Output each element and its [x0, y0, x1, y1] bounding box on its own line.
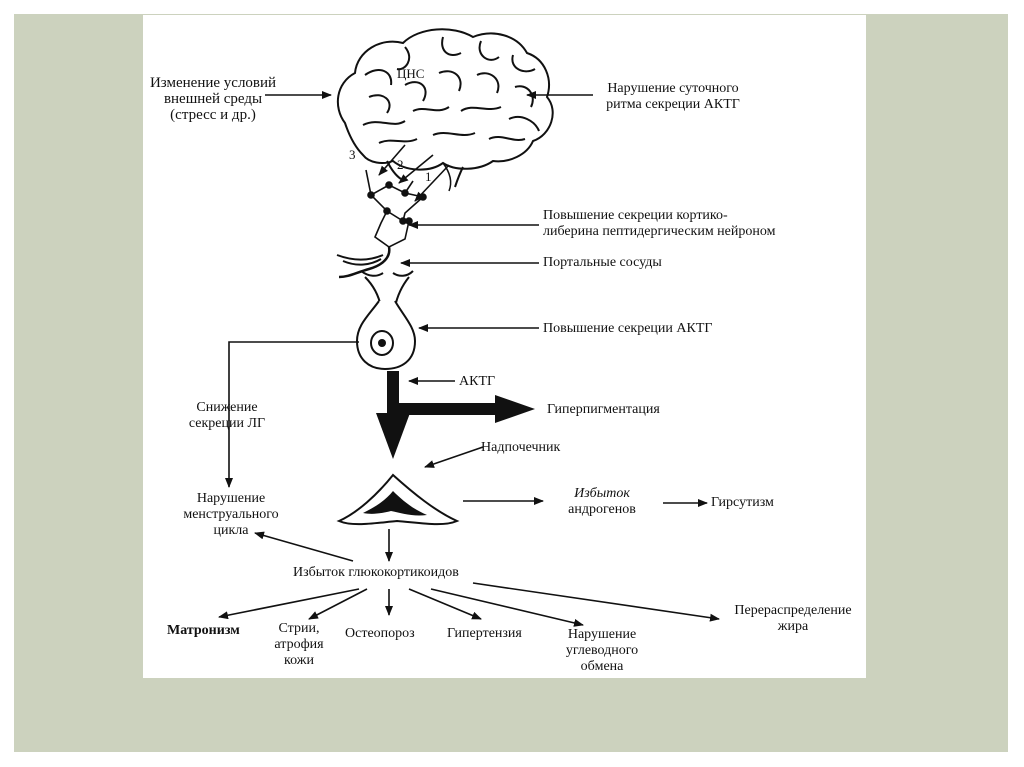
- neuron-input-arrows: [378, 144, 450, 202]
- environment-change-label: Изменение условий внешней среды (стресс …: [143, 75, 283, 123]
- lh-line-2: секреции ЛГ: [188, 416, 266, 431]
- carbohydrate-line-2: углеводного: [565, 643, 639, 658]
- diagram-canvas: [218, 28, 720, 627]
- environment-line-1: Изменение условий: [149, 75, 277, 91]
- connection-arrows: [218, 91, 720, 627]
- rhythm-line-1: Нарушение суточного: [607, 81, 739, 96]
- hypertension-label: Гипертензия: [447, 626, 522, 641]
- striae-line-3: кожи: [284, 653, 314, 668]
- acth-label: АКТГ: [459, 374, 496, 389]
- striae-line-1: Стрии,: [278, 621, 320, 636]
- corticoliberin-line-1: Повышение секреции кортико-: [543, 208, 728, 223]
- hyperpigmentation-label: Гиперпигментация: [547, 402, 660, 417]
- circadian-rhythm-label: Нарушение суточного ритма секреции АКТГ: [583, 81, 763, 113]
- pathway-number-1: 1: [425, 169, 432, 184]
- striae-line-2: атрофия: [274, 637, 324, 652]
- environment-line-2: внешней среды: [163, 91, 263, 107]
- menstrual-line-3: цикла: [213, 523, 249, 538]
- fat-redistribution-label: Перераспределение жира: [723, 603, 863, 635]
- pituitary-drawing: [355, 300, 417, 371]
- acth-increase-label: Повышение секреции АКТГ: [543, 321, 713, 336]
- carbohydrate-line-1: Нарушение: [567, 627, 637, 642]
- striae-label: Стрии, атрофия кожи: [261, 621, 337, 669]
- neuron-network: [338, 169, 427, 279]
- lh-line-1: Снижение: [196, 400, 258, 415]
- fat-line-2: жира: [777, 619, 809, 634]
- cns-label: ЦНС: [397, 66, 425, 81]
- androgen-line-1: Избыток: [574, 486, 630, 501]
- pathway-number-2: 2: [397, 157, 404, 172]
- acth-main-arrows: [376, 371, 535, 459]
- menstrual-line-1: Нарушение: [196, 491, 266, 506]
- portal-vessels-label: Портальные сосуды: [543, 255, 662, 270]
- adrenal-gland-drawing: [336, 473, 460, 526]
- matronism-label: Матронизм: [167, 623, 240, 638]
- brain-drawing: [336, 28, 554, 192]
- adrenal-label: Надпочечник: [481, 440, 561, 455]
- pathway-number-3: 3: [349, 147, 356, 162]
- hirsutism-label: Гирсутизм: [711, 495, 774, 510]
- diagram-figure: ЦНС Изменение условий внешней среды (стр…: [143, 15, 866, 678]
- carbohydrate-metabolism-label: Нарушение углеводного обмена: [547, 627, 657, 675]
- fat-line-1: Перераспределение: [734, 603, 852, 618]
- osteoporosis-label: Остеопороз: [345, 626, 415, 641]
- lh-decrease-label: Снижение секреции ЛГ: [163, 400, 291, 432]
- androgen-line-2: андрогенов: [568, 502, 636, 517]
- menstrual-disorder-label: Нарушение менструального цикла: [157, 491, 305, 539]
- corticoliberin-line-2: либерина пептидергическим нейроном: [543, 224, 776, 239]
- androgen-excess-label: Избыток андрогенов: [547, 486, 657, 518]
- environment-line-3: (стресс и др.): [170, 107, 256, 123]
- carbohydrate-line-3: обмена: [580, 659, 624, 674]
- rhythm-line-2: ритма секреции АКТГ: [606, 97, 740, 112]
- menstrual-line-2: менструального: [183, 507, 279, 522]
- glucocorticoid-excess-label: Избыток глюкокортикоидов: [293, 565, 459, 580]
- corticoliberin-label: Повышение секреции кортико- либерина пеп…: [543, 208, 775, 240]
